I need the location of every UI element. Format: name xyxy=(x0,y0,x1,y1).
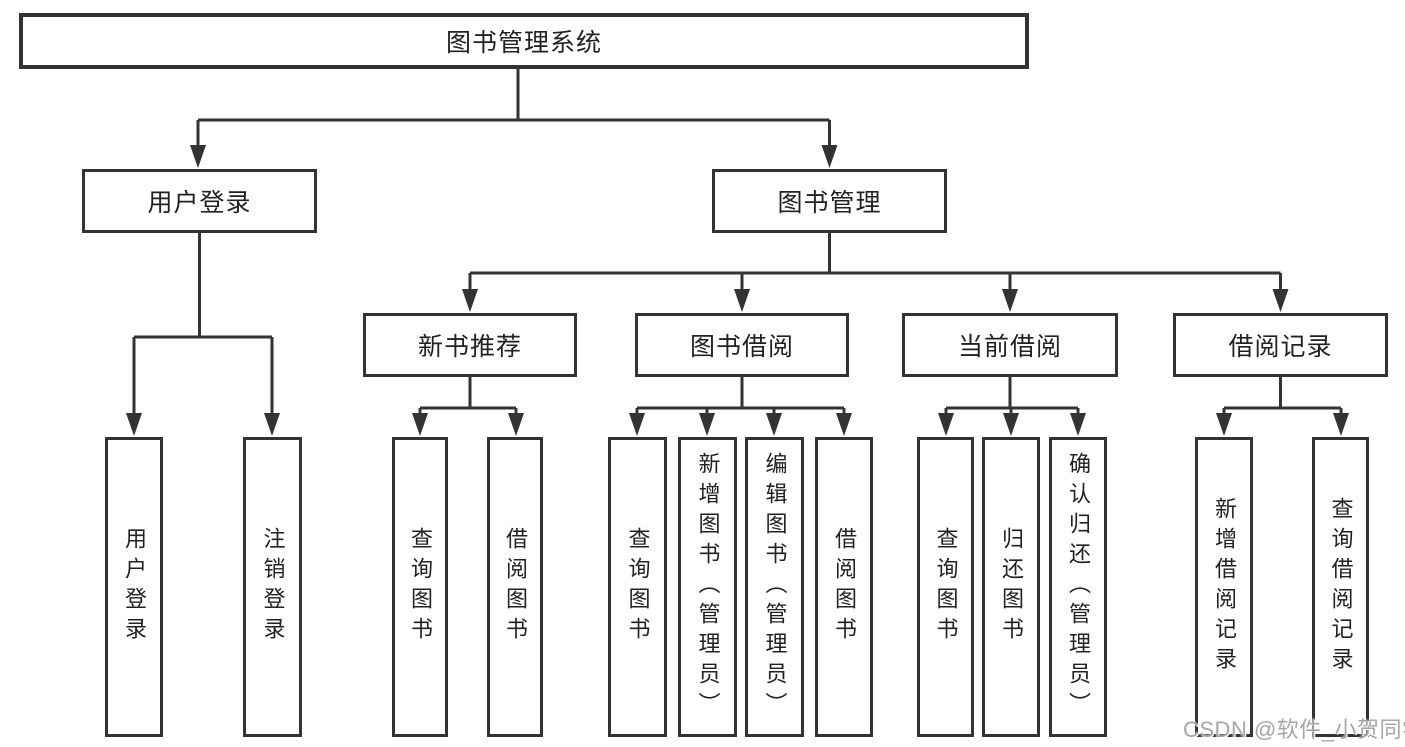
leaf-confirm-return-admin: 确认归还（管理员） xyxy=(1049,437,1107,737)
node-library-management-system: 图书管理系统 xyxy=(19,13,1029,69)
arrow-leaf-return-book xyxy=(1003,413,1019,436)
arrow-leaf-borrow-book-a xyxy=(508,413,524,436)
leaf-query-books-current: 查询图书 xyxy=(917,437,974,737)
arrow-leaf-confirm-return xyxy=(1070,413,1086,436)
leaf-user-login: 用户登录 xyxy=(105,437,163,737)
arrow-leaf-query-record xyxy=(1333,413,1349,436)
leaf-query-books-current-label: 查询图书 xyxy=(933,527,959,647)
leaf-query-books-borrowing-label: 查询图书 xyxy=(625,527,651,647)
arrow-to-current-borrow xyxy=(1002,289,1018,312)
leaf-logout-login: 注销登录 xyxy=(243,437,302,737)
leaf-add-borrow-record: 新增借阅记录 xyxy=(1195,437,1253,737)
arrow-leaf-query-book-c xyxy=(938,413,954,436)
leaf-query-borrow-record: 查询借阅记录 xyxy=(1312,437,1369,737)
node-book-borrowing: 图书借阅 xyxy=(635,313,849,377)
arrow-to-new-book-rec xyxy=(462,289,478,312)
leaf-borrow-books-recommend-label: 借阅图书 xyxy=(503,527,528,647)
leaf-borrow-books-recommend: 借阅图书 xyxy=(487,437,543,737)
arrow-to-user-login xyxy=(190,145,206,168)
arrow-leaf-add-record xyxy=(1216,413,1232,436)
arrow-leaf-user-login xyxy=(126,413,142,436)
arrow-leaf-edit-book xyxy=(766,413,782,436)
node-user-login: 用户登录 xyxy=(82,169,317,233)
leaf-return-books-label: 归还图书 xyxy=(999,527,1024,647)
node-book-management: 图书管理 xyxy=(712,169,947,233)
leaf-edit-books-admin: 编辑图书（管理员） xyxy=(745,437,804,737)
leaf-add-books-admin-label: 新增图书（管理员） xyxy=(695,452,721,722)
arrow-leaf-add-book xyxy=(699,413,715,436)
arrow-to-borrow-records xyxy=(1272,289,1289,312)
leaf-borrow-books-borrowing-label: 借阅图书 xyxy=(832,527,857,647)
arrow-leaf-borrow-book-b xyxy=(836,413,852,436)
arrow-to-book-borrow xyxy=(734,289,750,312)
leaf-return-books: 归还图书 xyxy=(982,437,1040,737)
csdn-watermark: CSDN @软件_小贺同学 xyxy=(1183,717,1405,742)
arrow-to-book-mgmt xyxy=(821,145,838,168)
arrowheads xyxy=(126,145,1349,436)
leaf-add-borrow-record-label: 新增借阅记录 xyxy=(1212,497,1237,677)
leaf-confirm-return-admin-label: 确认归还（管理员） xyxy=(1066,452,1091,722)
node-current-borrowing: 当前借阅 xyxy=(902,313,1118,377)
leaf-user-login-label: 用户登录 xyxy=(122,527,147,647)
leaf-edit-books-admin-label: 编辑图书（管理员） xyxy=(762,452,788,722)
leaf-query-books-borrowing: 查询图书 xyxy=(608,437,667,737)
arrow-leaf-query-book-a xyxy=(412,413,428,436)
leaf-query-borrow-record-label: 查询借阅记录 xyxy=(1328,497,1354,677)
leaf-query-books-recommend-label: 查询图书 xyxy=(408,527,433,647)
arrow-leaf-query-book-b xyxy=(629,413,645,436)
leaf-logout-login-label: 注销登录 xyxy=(260,527,286,647)
node-new-book-recommendation: 新书推荐 xyxy=(363,313,577,377)
node-borrowing-records: 借阅记录 xyxy=(1173,313,1388,377)
leaf-query-books-recommend: 查询图书 xyxy=(392,437,448,737)
leaf-borrow-books-borrowing: 借阅图书 xyxy=(815,437,873,737)
leaf-add-books-admin: 新增图书（管理员） xyxy=(678,437,737,737)
arrow-leaf-logout xyxy=(264,413,280,436)
